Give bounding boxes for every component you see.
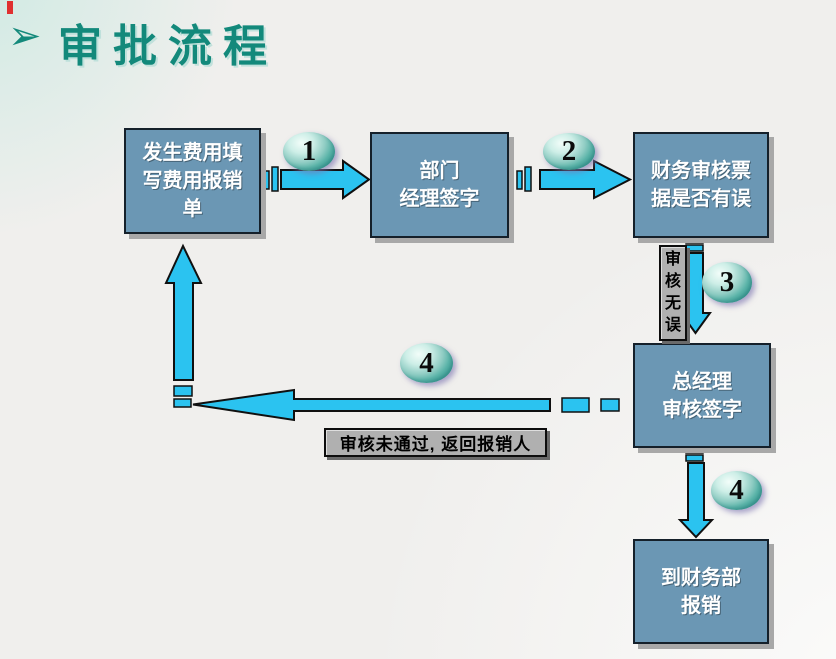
arrowhead-bullet-icon: ➢ (8, 14, 42, 58)
arrow-return-left (192, 388, 551, 422)
flow-box-go-reimburse: 到财务部 报销 (633, 539, 769, 644)
flow-box-gm-review-sign: 总经理 审核签字 (633, 343, 771, 448)
arrow-step4-down-dash-2 (685, 454, 704, 462)
arrow-step3-dash-1 (685, 237, 704, 244)
step-badge-3: 3 (702, 262, 752, 303)
arrow-step4-down (677, 462, 715, 539)
arrow-step1-dash-2 (271, 166, 279, 192)
step-badge-1-number: 1 (301, 135, 317, 167)
review-ok-label: 审 核 无 误 (659, 245, 687, 341)
step-badge-4-down-number: 4 (729, 474, 744, 506)
arrow-return-dash-right-2 (561, 397, 590, 413)
step-badge-4-return-number: 4 (419, 346, 434, 379)
arrow-step2-dash-2 (524, 166, 532, 192)
page-title: 审批流程 (58, 22, 278, 71)
step-badge-4-down: 4 (711, 471, 762, 510)
step-badge-2: 2 (543, 133, 595, 170)
arrow-return-dash-corner-1 (173, 398, 192, 408)
arrow-return-up (164, 243, 203, 381)
flow-box-finance-check: 财务审核票 据是否有误 (633, 132, 769, 238)
step-badge-2-number: 2 (561, 135, 577, 167)
step-badge-3-number: 3 (719, 266, 735, 298)
step-badge-1: 1 (283, 132, 335, 171)
review-fail-label: 审核未通过, 返回报销人 (324, 428, 547, 457)
step-badge-4-return: 4 (400, 343, 453, 383)
arrow-return-dash-corner-2 (173, 385, 193, 397)
flow-box-fill-expense-form: 发生费用填 写费用报销 单 (124, 128, 261, 234)
red-corner-mark (7, 1, 13, 14)
flow-box-dept-manager-sign: 部门 经理签字 (370, 132, 509, 238)
arrow-step2-dash-1 (516, 170, 523, 190)
arrow-step1-dash-1 (263, 170, 270, 190)
arrow-step2-right (539, 159, 633, 200)
arrow-step3-dash-2 (685, 244, 704, 252)
arrow-return-dash-right-1 (600, 398, 620, 412)
arrow-step4-down-dash-1 (685, 447, 704, 454)
